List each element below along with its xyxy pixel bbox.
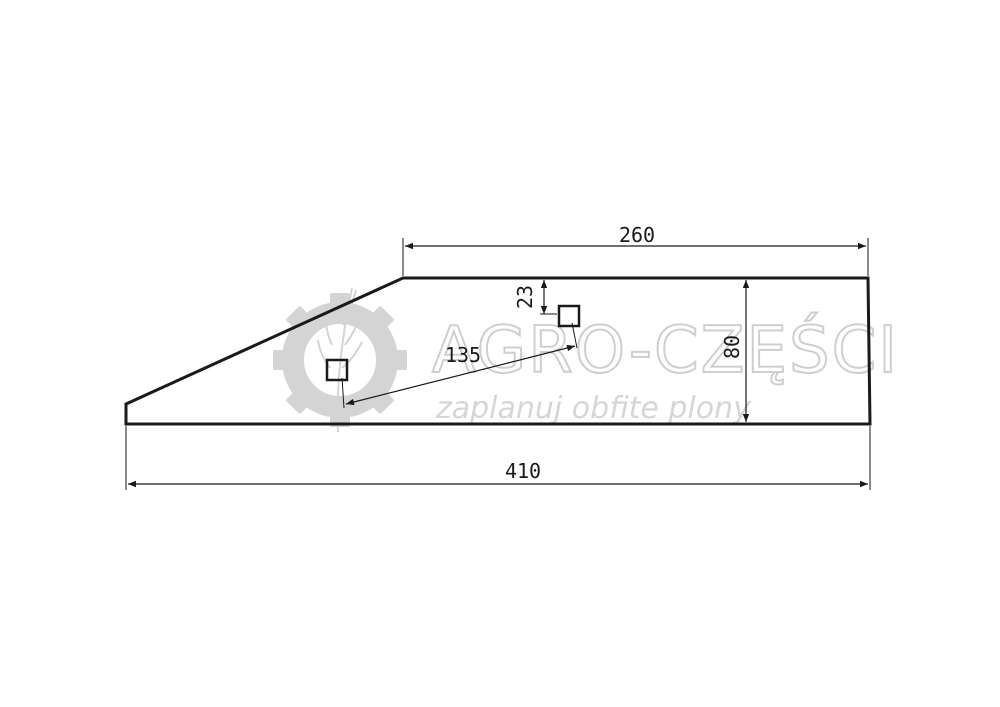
dimension-label-410: 410	[505, 459, 541, 483]
dimension-label-80: 80	[720, 335, 744, 359]
dimension-top-length: 260	[402, 223, 869, 276]
dimension-height: 80	[720, 280, 750, 422]
watermark-brand: AGRO-CZĘŚCI	[432, 312, 899, 388]
dimension-hole-offset: 23	[513, 280, 557, 315]
part-outline	[124, 276, 872, 426]
hole-square-left	[325, 358, 349, 382]
dimension-label-135: 135	[445, 343, 481, 367]
dimension-hole-spacing: 135	[341, 322, 578, 409]
dimension-label-260: 260	[619, 223, 655, 247]
dimension-label-23: 23	[513, 285, 537, 309]
hole-square-right	[557, 304, 581, 328]
dimension-total-length: 410	[125, 426, 871, 490]
watermark-tagline: zaplanuj obfite plony	[435, 391, 752, 426]
